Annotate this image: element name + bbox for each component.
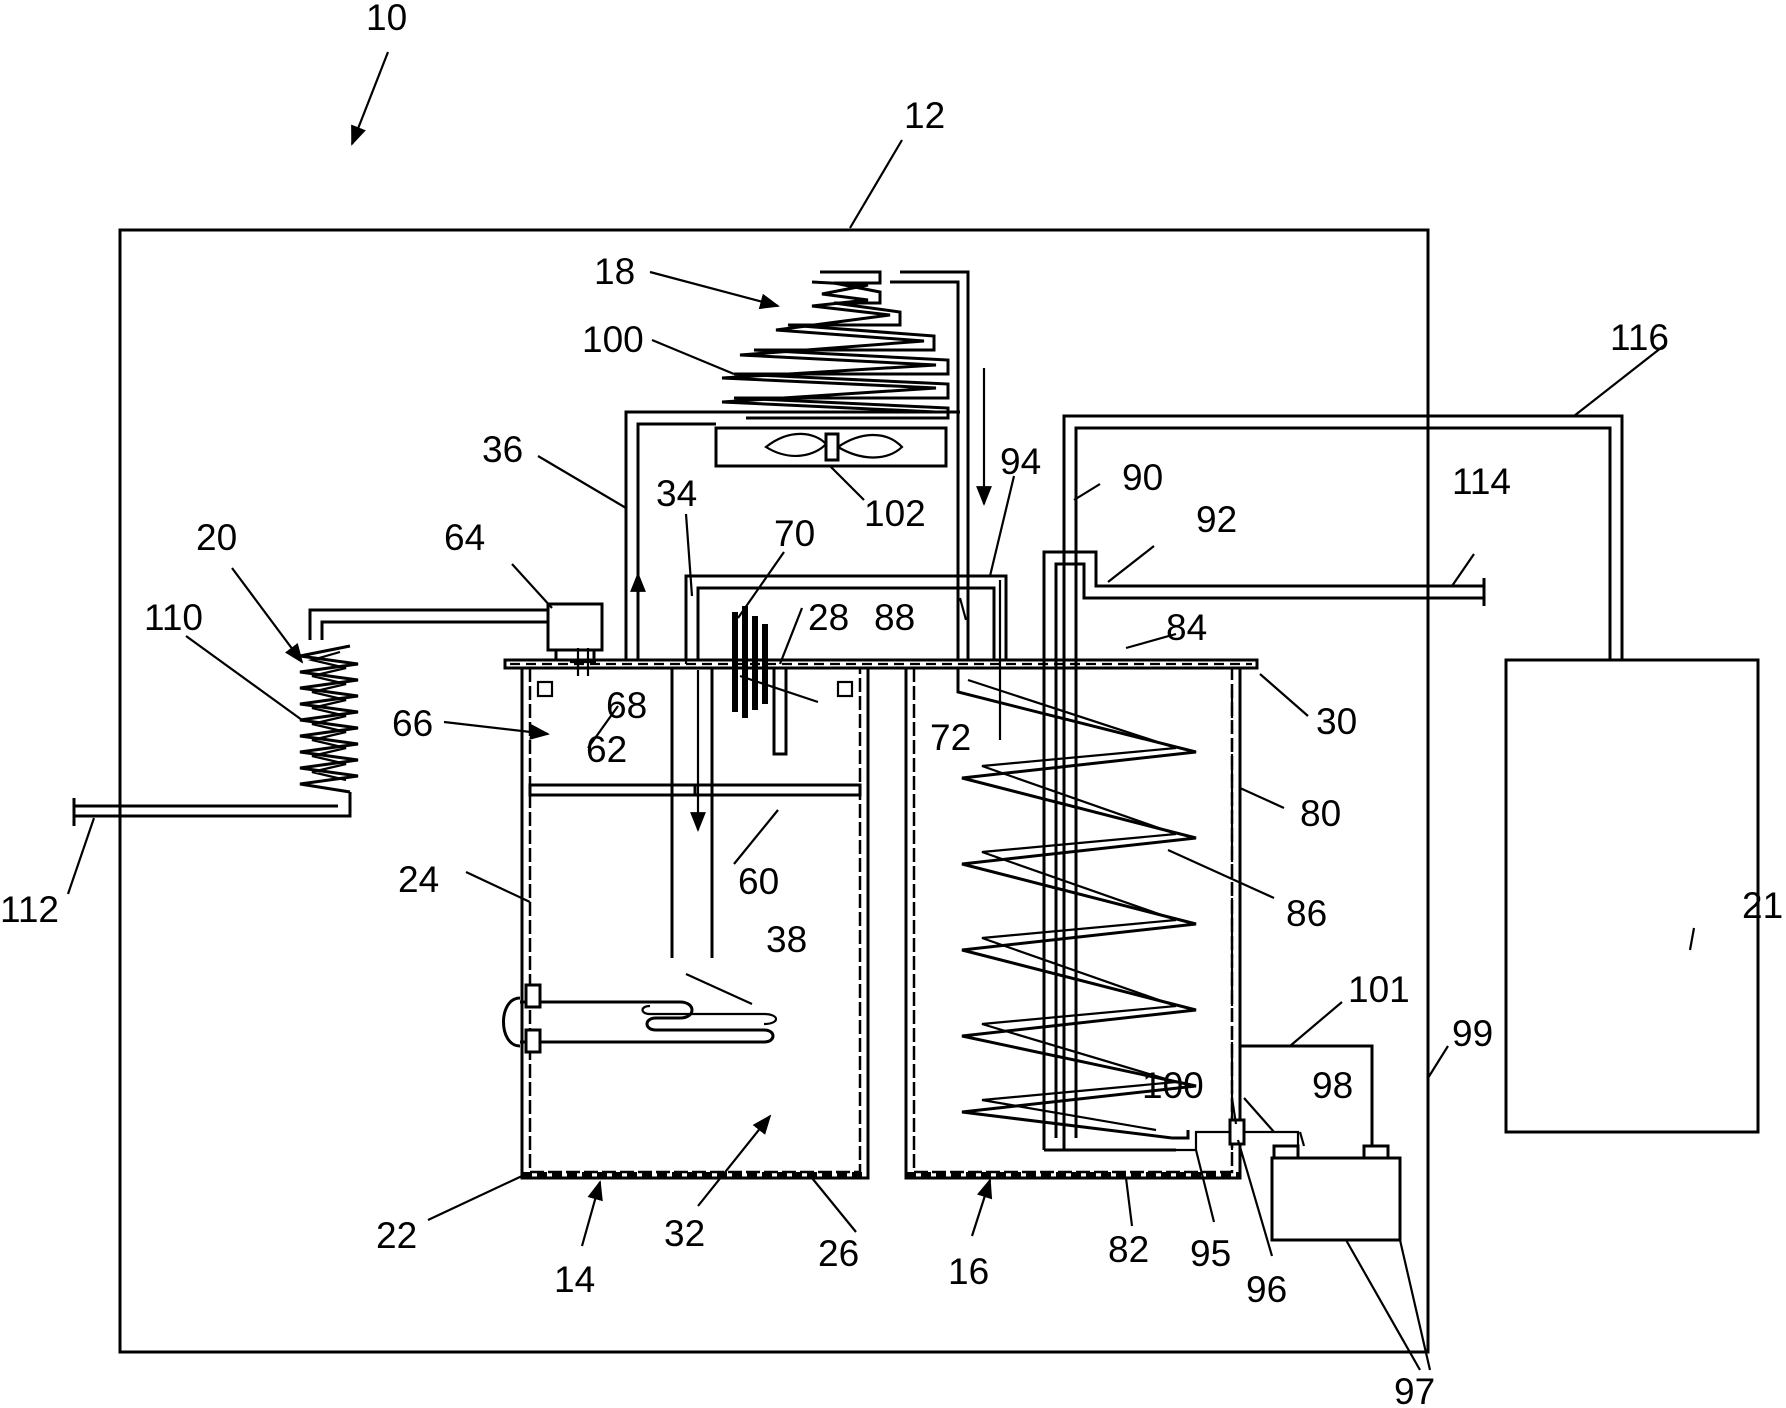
label-32: 32: [664, 1213, 705, 1254]
coil-20: [72, 608, 550, 826]
external-unit-21: [1504, 658, 1760, 1134]
label-18: 18: [594, 251, 635, 292]
label-28: 28: [808, 597, 849, 638]
label-38: 38: [766, 919, 807, 960]
label-12: 12: [904, 95, 945, 136]
coil-86: [956, 668, 1197, 1140]
label-72: 72: [930, 717, 971, 758]
pipe-34: [684, 574, 1008, 660]
label-99: 99: [1452, 1013, 1493, 1054]
label-14: 14: [554, 1259, 595, 1300]
label-64: 64: [444, 517, 485, 558]
drop-tube-32: [670, 668, 714, 958]
pipe-95: [1176, 1130, 1232, 1152]
label-101: 101: [1348, 969, 1410, 1010]
label-36: 36: [482, 429, 523, 470]
label-10: 10: [366, 0, 407, 38]
label-114: 114: [1452, 461, 1511, 502]
label-116: 116: [1610, 317, 1669, 358]
label-110: 110: [144, 597, 203, 638]
label-86: 86: [1286, 893, 1327, 934]
component-68: [570, 648, 596, 676]
label-84: 84: [1166, 607, 1207, 648]
label-112: 112: [0, 889, 59, 930]
fan-102: [714, 426, 948, 468]
label-80: 80: [1300, 793, 1341, 834]
housing-frame: [118, 228, 1430, 1354]
left-tank: [520, 668, 870, 1180]
label-95: 95: [1190, 1233, 1231, 1274]
label-24: 24: [398, 859, 439, 900]
heater-38: [502, 983, 778, 1054]
label-21: 21: [1742, 885, 1783, 926]
plates-70: [732, 606, 788, 756]
label-100-bottom: 100: [1142, 1065, 1204, 1106]
label-16: 16: [948, 1251, 989, 1292]
label-96: 96: [1246, 1269, 1287, 1310]
label-68: 68: [606, 685, 647, 726]
label-62: 62: [586, 729, 627, 770]
pipes-90-92: [1042, 414, 1624, 1152]
label-30: 30: [1316, 701, 1357, 742]
label-92: 92: [1196, 499, 1237, 540]
label-94: 94: [1000, 441, 1041, 482]
label-60: 60: [738, 861, 779, 902]
label-98: 98: [1312, 1065, 1353, 1106]
label-97: 97: [1394, 1371, 1435, 1408]
right-tank: [904, 668, 1242, 1180]
label-82: 82: [1108, 1229, 1149, 1270]
label-102: 102: [864, 493, 926, 534]
label-66: 66: [392, 703, 433, 744]
top-plate: [503, 658, 1259, 670]
leader-lines: [66, 51, 1696, 1371]
label-34: 34: [656, 473, 697, 514]
label-88: 88: [874, 597, 915, 638]
valve-64: [546, 602, 604, 652]
label-90: 90: [1122, 457, 1163, 498]
label-22: 22: [376, 1215, 417, 1256]
label-26: 26: [818, 1233, 859, 1274]
label-100-top: 100: [582, 319, 644, 360]
label-70: 70: [774, 513, 815, 554]
control-circuit-101: [1240, 1044, 1402, 1242]
condenser-coil-18: [721, 270, 970, 660]
label-20: 20: [196, 517, 237, 558]
